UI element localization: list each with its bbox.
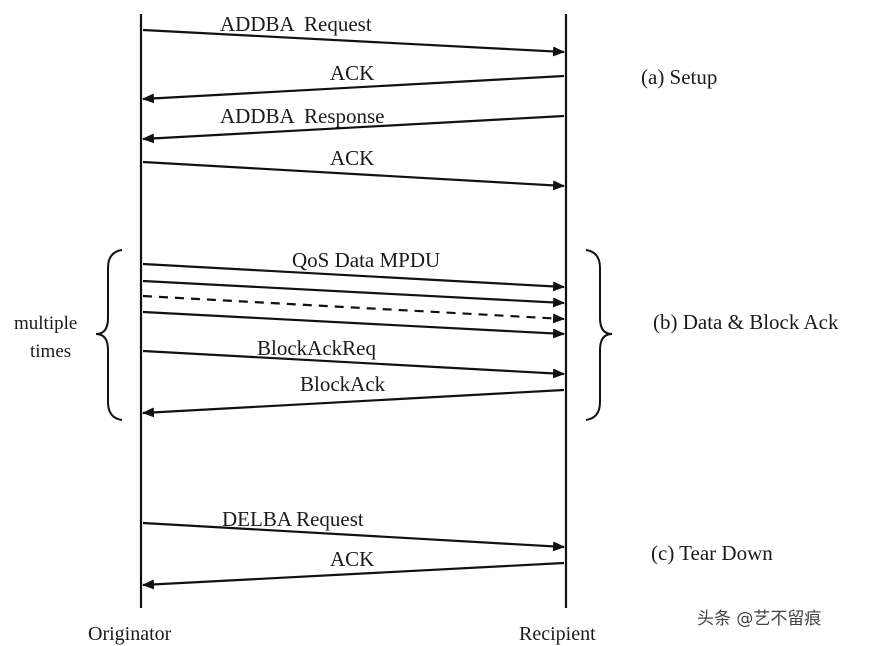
- message-arrow-5: [142, 262, 565, 292]
- message-label-qos-data-mpdu: QoS Data MPDU: [292, 248, 440, 272]
- message-arrow-2: [142, 74, 565, 104]
- message-arrow-7: [142, 294, 565, 324]
- message-arrow-10: [142, 388, 565, 418]
- message-label-addba-request: ADDBA Request: [220, 12, 372, 36]
- message-arrow-9: [142, 349, 565, 379]
- message-arrow-3: [142, 114, 565, 144]
- phase-label-setup: (a) Setup: [641, 65, 717, 89]
- left-brace: [95, 249, 123, 421]
- message-labels: ADDBA Request ACK ADDBA Response ACK QoS…: [220, 12, 440, 571]
- message-label-delba-request: DELBA Request: [222, 507, 364, 531]
- repeat-label-line1: multiple: [14, 313, 77, 334]
- right-brace: [585, 249, 613, 421]
- message-arrow-11: [142, 521, 565, 552]
- message-arrow-1: [142, 28, 565, 57]
- message-label-ack-2: ACK: [330, 146, 374, 170]
- repeat-label-line2: times: [30, 341, 71, 362]
- phase-label-tear-down: (c) Tear Down: [651, 541, 773, 565]
- message-arrow-6: [142, 279, 565, 308]
- message-arrows: [142, 28, 565, 590]
- message-label-blockackreq: BlockAckReq: [257, 336, 376, 360]
- watermark: 头条 @艺不留痕: [697, 609, 821, 629]
- message-arrow-8: [142, 310, 565, 339]
- message-label-blockack: BlockAck: [300, 372, 386, 396]
- actor-label-originator: Originator: [88, 623, 172, 645]
- actor-label-recipient: Recipient: [519, 623, 596, 645]
- message-label-ack-3: ACK: [330, 547, 374, 571]
- message-label-ack-1: ACK: [330, 61, 374, 85]
- phase-label-data-block-ack: (b) Data & Block Ack: [653, 310, 839, 334]
- message-arrow-12: [142, 561, 565, 590]
- message-label-addba-response: ADDBA Response: [220, 104, 385, 128]
- message-arrow-4: [142, 160, 565, 191]
